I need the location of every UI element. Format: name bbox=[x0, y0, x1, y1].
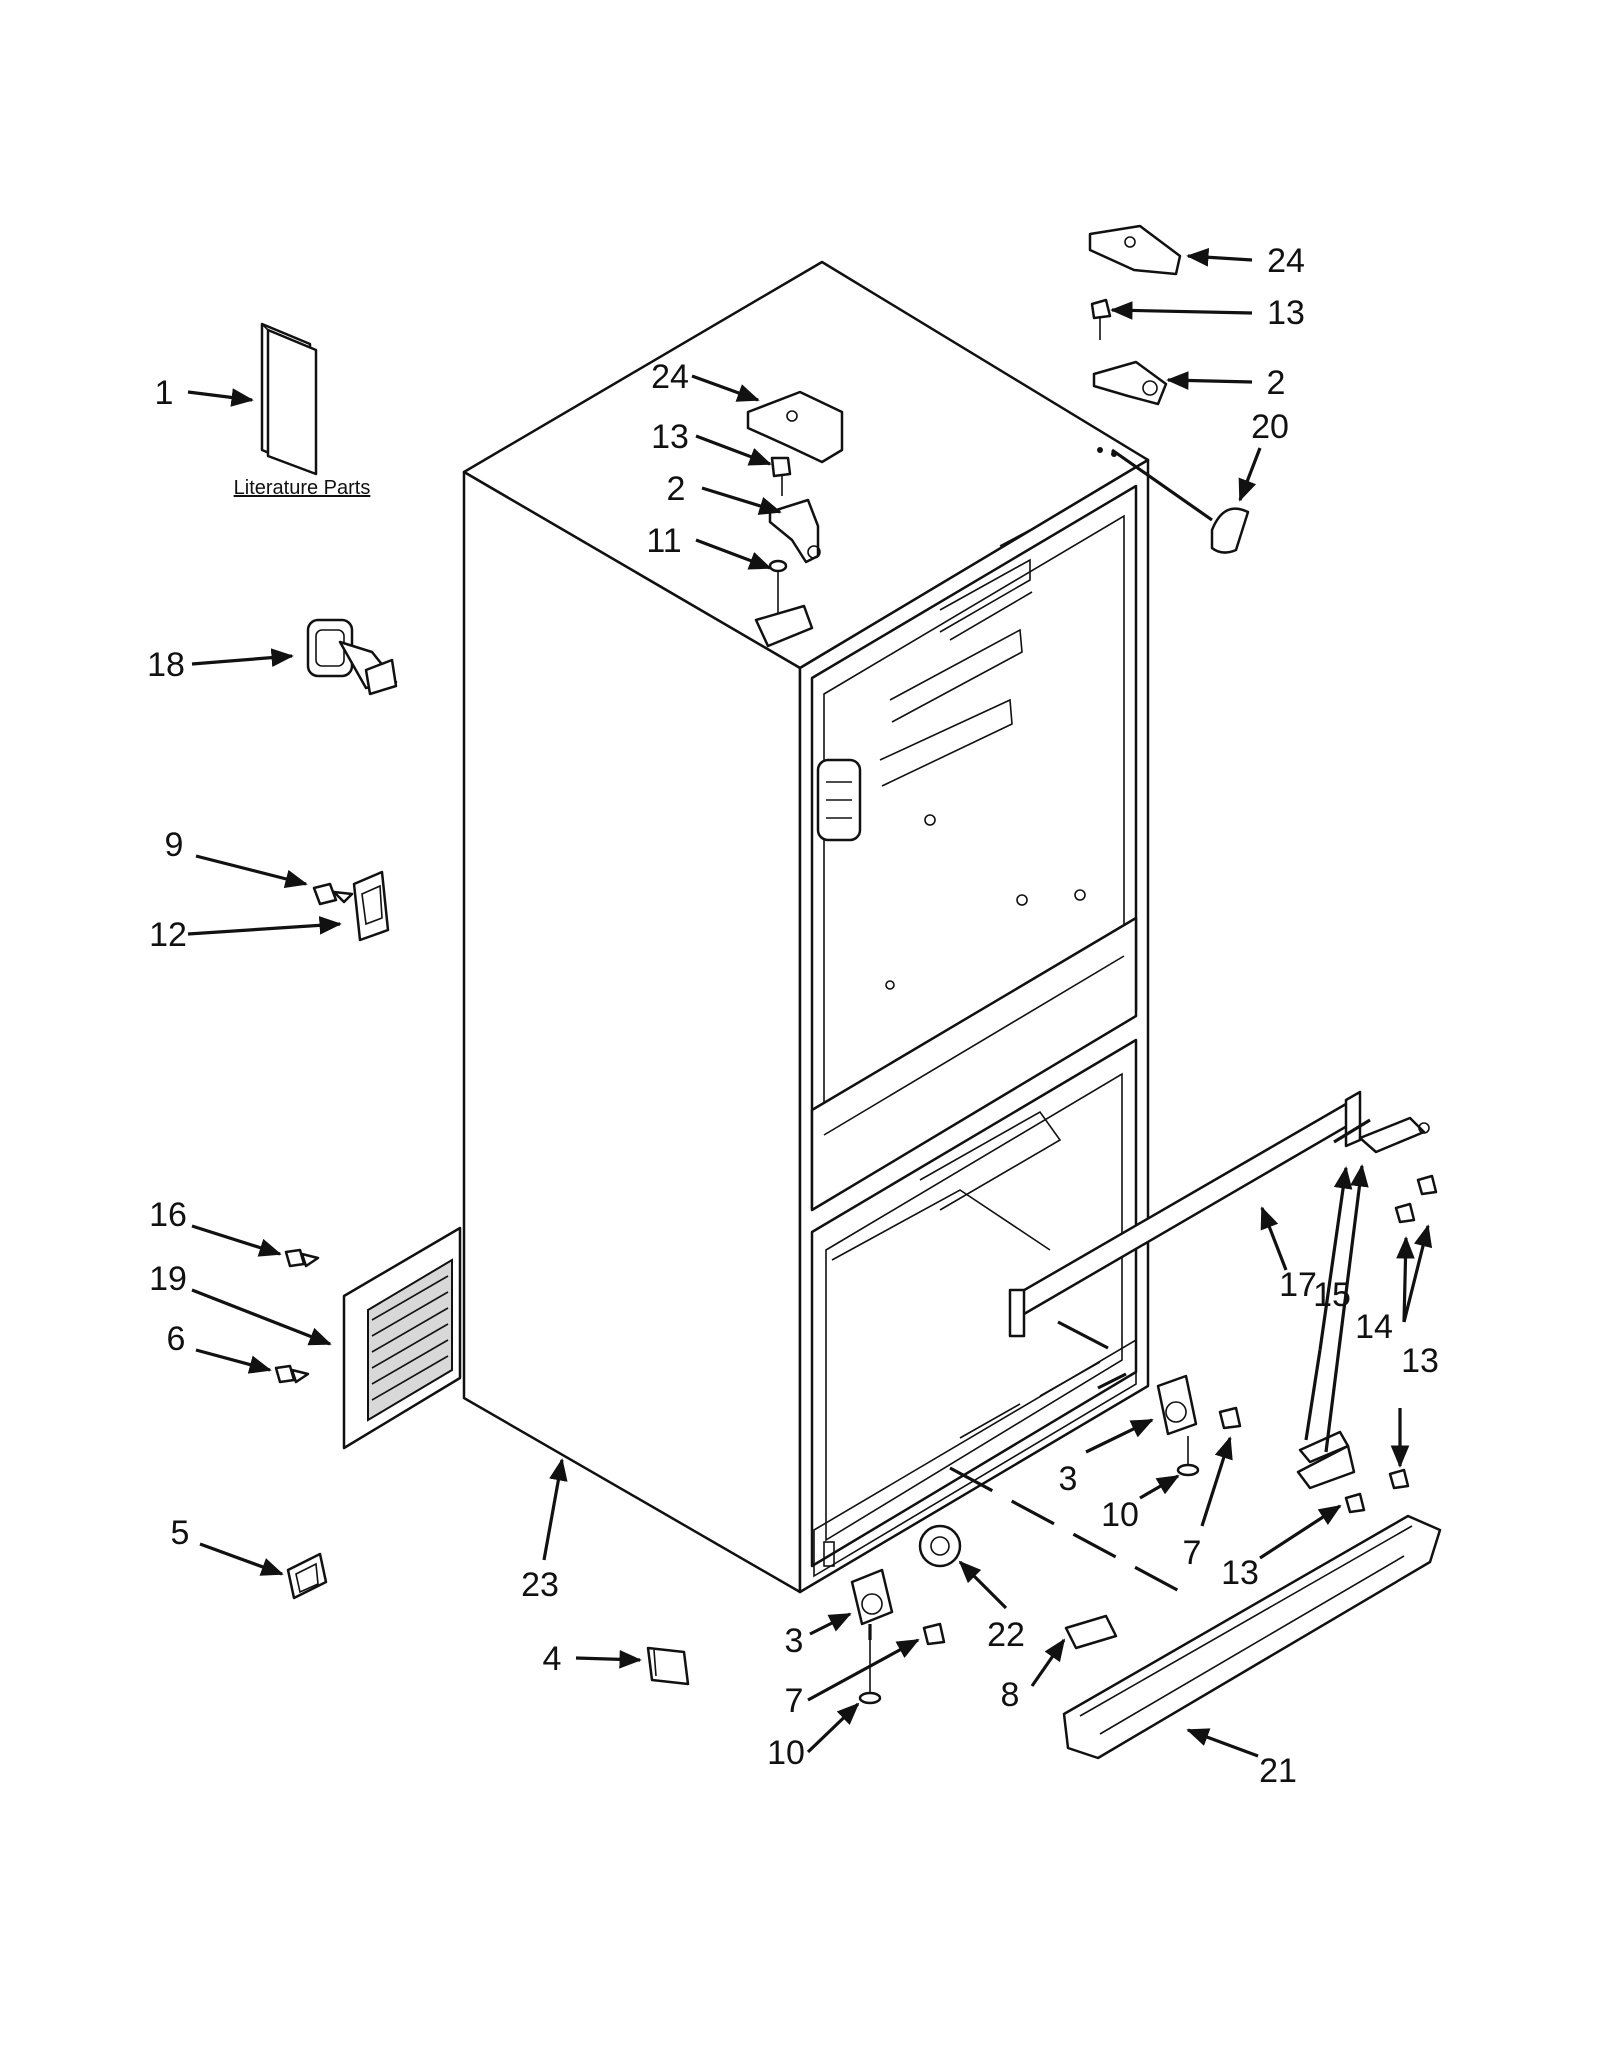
callout-10-left: 10 bbox=[767, 1734, 805, 1772]
part-24-hinge-cover-left bbox=[746, 390, 844, 464]
part-16-screw bbox=[284, 1248, 320, 1268]
callout-labels: 1 24 13 2 11 24 13 2 20 18 9 12 16 19 6 … bbox=[147, 242, 1439, 1790]
part-13-screw-right bbox=[1090, 298, 1112, 340]
callout-7-left: 7 bbox=[785, 1682, 804, 1720]
callout-8: 8 bbox=[1001, 1676, 1020, 1714]
refrigerator-cabinet bbox=[462, 260, 1150, 1594]
callout-24-right: 24 bbox=[1267, 242, 1305, 280]
callout-11: 11 bbox=[646, 522, 681, 560]
part-22-wheel bbox=[918, 1524, 962, 1568]
literature-booklet-icon bbox=[260, 322, 318, 476]
callout-3-left: 3 bbox=[785, 1622, 804, 1660]
callout-10-right: 10 bbox=[1101, 1496, 1139, 1534]
part-24-hinge-cover-right bbox=[1088, 224, 1182, 276]
part-15-bracket-upper bbox=[1358, 1116, 1430, 1154]
callout-15: 15 bbox=[1313, 1276, 1351, 1314]
callout-3-right: 3 bbox=[1059, 1460, 1078, 1498]
part-6-screw bbox=[274, 1364, 310, 1384]
callout-6: 6 bbox=[167, 1320, 186, 1358]
callout-22: 22 bbox=[987, 1616, 1025, 1654]
callout-5: 5 bbox=[171, 1514, 190, 1552]
part-8-clip bbox=[1064, 1614, 1118, 1650]
part-19-grille bbox=[342, 1226, 462, 1450]
callout-2-right: 2 bbox=[1267, 364, 1286, 402]
leader-lines bbox=[187, 247, 1433, 1758]
part-7-screw-left bbox=[922, 1622, 946, 1646]
part-2-hinge-left bbox=[768, 498, 821, 564]
part-2-hinge-right bbox=[1092, 360, 1168, 406]
callout-1: 1 bbox=[155, 374, 174, 412]
part-4-clip bbox=[646, 1646, 690, 1686]
callout-14: 14 bbox=[1355, 1308, 1393, 1346]
part-14-bracket-lower bbox=[1296, 1444, 1356, 1490]
callout-7-right: 7 bbox=[1183, 1534, 1202, 1572]
part-13-screws-upper bbox=[1394, 1174, 1438, 1224]
part-18-plug bbox=[306, 618, 398, 696]
callout-4: 4 bbox=[543, 1640, 562, 1678]
callout-23: 23 bbox=[521, 1566, 559, 1604]
part-9-screw bbox=[312, 882, 354, 906]
part-5-clip bbox=[286, 1552, 328, 1600]
callout-2-left: 2 bbox=[667, 470, 686, 508]
part-13-screws-lower bbox=[1344, 1468, 1410, 1514]
part-7-screw-right bbox=[1218, 1406, 1242, 1430]
callout-18: 18 bbox=[147, 646, 185, 684]
callout-13-rail: 13 bbox=[1401, 1342, 1439, 1380]
callout-13-left: 13 bbox=[651, 418, 689, 456]
callout-24-left: 24 bbox=[651, 358, 689, 396]
callout-19: 19 bbox=[149, 1260, 187, 1298]
literature-parts-label: Literature Parts bbox=[234, 477, 371, 499]
callout-16: 16 bbox=[149, 1196, 187, 1234]
callout-12: 12 bbox=[149, 916, 187, 954]
callout-17: 17 bbox=[1279, 1266, 1317, 1304]
part-20-clip bbox=[1210, 507, 1250, 554]
callout-20: 20 bbox=[1251, 408, 1289, 446]
callout-13-right: 13 bbox=[1267, 294, 1305, 332]
part-21-toe-grille bbox=[1062, 1514, 1442, 1760]
part-3-roller-left bbox=[850, 1568, 894, 1626]
callout-21: 21 bbox=[1259, 1752, 1297, 1790]
part-12-bracket bbox=[352, 870, 390, 942]
callout-13-lower: 13 bbox=[1221, 1554, 1259, 1592]
callout-9: 9 bbox=[165, 826, 184, 864]
part-10-leveler-right bbox=[1176, 1436, 1200, 1477]
part-3-roller-right bbox=[1156, 1374, 1198, 1436]
part-13-screw-left bbox=[770, 456, 792, 496]
